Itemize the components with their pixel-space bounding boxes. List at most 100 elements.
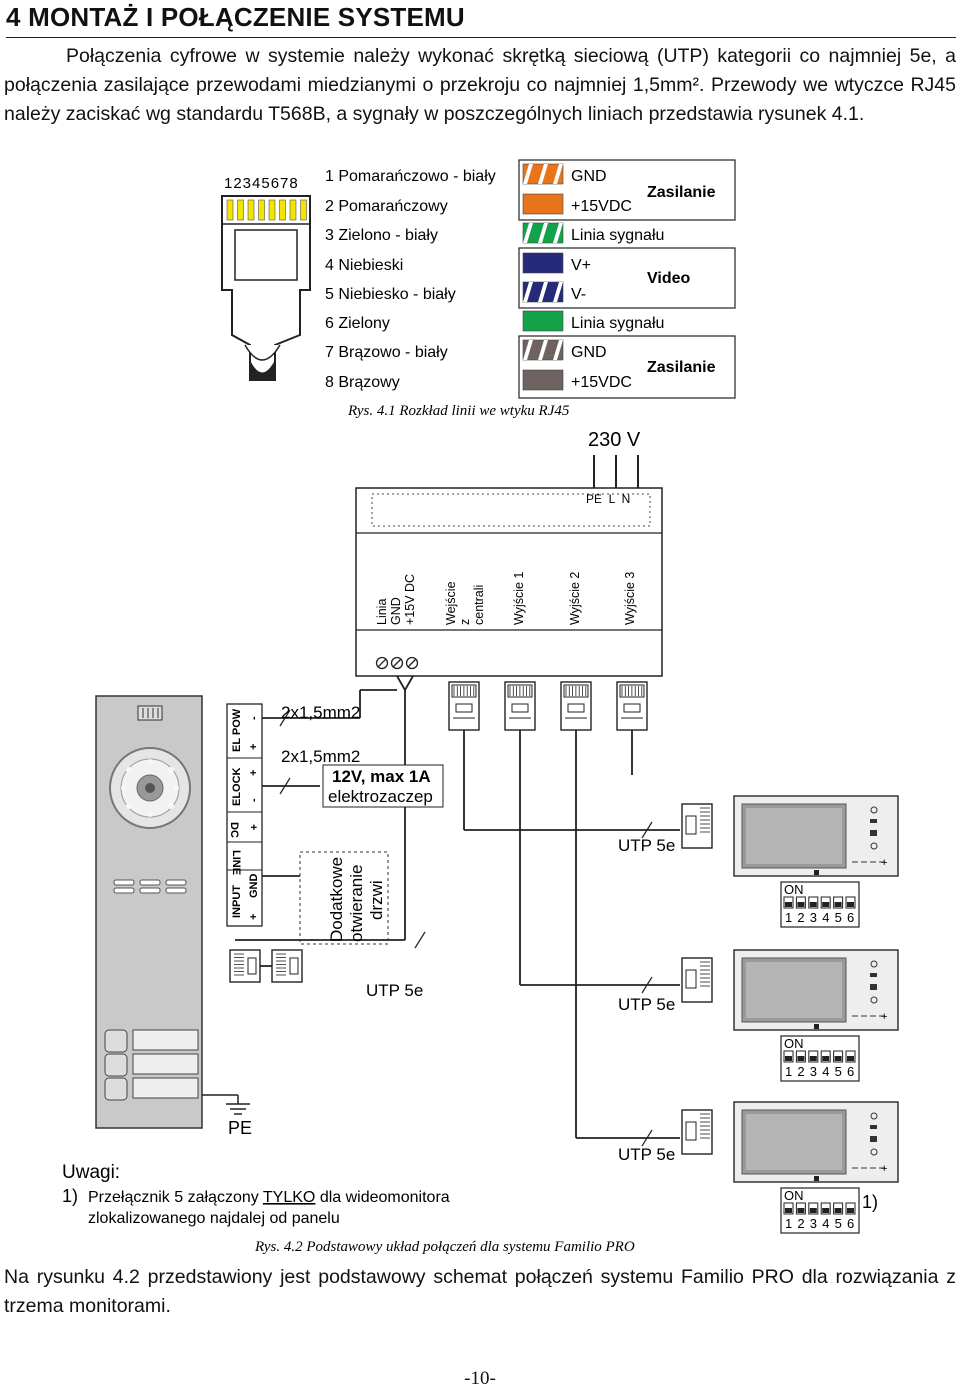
wire-label-3: 3 Zielono - biały: [325, 227, 438, 244]
dip-switch-3[interactable]: [808, 896, 819, 909]
terminal-el-pow: EL POW: [231, 708, 243, 752]
door-text-3: drzwi: [367, 880, 386, 920]
dip-number: 3: [810, 1064, 817, 1079]
closing-paragraph: Na rysunku 4.2 przedstawiony jest podsta…: [4, 1266, 956, 1317]
dip-on-label: ON: [784, 1036, 804, 1051]
plug-pin: [289, 199, 297, 221]
dip-number: 1: [785, 1064, 792, 1079]
dip-number: 5: [835, 1216, 842, 1231]
wire-signal-4: V+: [571, 257, 591, 274]
wire-spec-elock: 2x1,5mm2: [281, 747, 360, 766]
wire-swatch-3: [522, 222, 564, 244]
utp-label-monitor-2: UTP 5e: [618, 995, 675, 1014]
wire-label-8: 8 Brązowy: [325, 374, 400, 391]
dip-switch-6[interactable]: [845, 1050, 856, 1063]
dip-number: 2: [797, 910, 804, 925]
svg-text:+: +: [881, 857, 887, 869]
plug-pin: [226, 199, 234, 221]
ground-label: PE: [228, 1118, 252, 1138]
dip-switch-2[interactable]: [795, 1202, 806, 1215]
dip-switch-1[interactable]: [783, 1202, 794, 1215]
psu-label-gnd: GND: [389, 597, 403, 625]
dip-on-label: ON: [784, 882, 804, 897]
wire-swatch-2: [522, 193, 564, 215]
plug-pin: [268, 199, 276, 221]
intro-paragraph: Połączenia cyfrowe w systemie należy wyk…: [4, 45, 956, 125]
wire-label-4: 4 Niebieski: [325, 257, 403, 274]
psu-rj45-socket-1: [448, 681, 480, 731]
power-supply-unit: PE L N Linia GND +15V DC Wejście z centr…: [355, 487, 663, 677]
note-line-1: Przełącznik 5 załączony TYLKO dla wideom…: [88, 1189, 450, 1206]
dip-number: 5: [835, 1064, 842, 1079]
terminal-elock-minus: -: [248, 798, 260, 802]
wire-swatch-5: [522, 281, 564, 303]
door-text-1: Dodatkowe: [327, 857, 346, 942]
dip-switch-6[interactable]: [845, 896, 856, 909]
dip-number: 1: [785, 1216, 792, 1231]
utp-label-monitor-1: UTP 5e: [618, 836, 675, 855]
terminal-line: LINE: [230, 850, 242, 875]
wire-label-6: 6 Zielony: [325, 315, 390, 332]
power-terminals-label: PE L N: [586, 492, 630, 506]
utp-label-monitor-3: UTP 5e: [618, 1145, 675, 1164]
psu-rj45-socket-4: [616, 681, 648, 731]
notes-title: Uwagi:: [62, 1162, 120, 1183]
psu-label-15v: +15V DC: [403, 574, 417, 625]
group-video: Video: [647, 270, 691, 287]
wire-signal-8: +15VDC: [571, 374, 632, 391]
wire-swatch-6: [522, 310, 564, 332]
dip-on-label: ON: [784, 1188, 804, 1203]
door-open-switch: Dodatkowe otwieranie drzwi: [299, 851, 389, 945]
wire-label-5: 5 Niebiesko - biały: [325, 286, 456, 303]
wire-label-7: 7 Brązowo - biały: [325, 344, 448, 361]
note-emphasis: TYLKO: [263, 1189, 315, 1206]
dip-switch-4[interactable]: [820, 1050, 831, 1063]
note-line-1a: Przełącznik 5 załączony: [88, 1189, 259, 1206]
wire-swatch-7: [522, 339, 564, 361]
psu-label-wyjscie3: Wyjście 3: [623, 572, 637, 625]
dip-number: 6: [847, 1216, 854, 1231]
dip-number: 4: [822, 910, 829, 925]
wire-swatch-8: [522, 369, 564, 391]
plug-pin: [279, 199, 286, 221]
dip-switch-5[interactable]: [833, 1050, 844, 1063]
dip-switch-5[interactable]: [833, 896, 844, 909]
wire-signal-7: GND: [571, 344, 607, 361]
dip-switch-3[interactable]: [808, 1050, 819, 1063]
svg-text:+: +: [881, 1163, 887, 1175]
dip-switch-3[interactable]: [808, 1202, 819, 1215]
dip-switch-6[interactable]: [845, 1202, 856, 1215]
dip-switch-5[interactable]: [833, 1202, 844, 1215]
plug-pin: [247, 199, 255, 221]
dip-number: 6: [847, 910, 854, 925]
figure1-caption: Rys. 4.1 Rozkład linii we wtyku RJ45: [347, 403, 570, 419]
dip-number: 4: [822, 1064, 829, 1079]
terminal-input-plus: +: [248, 914, 260, 920]
dip-switch-1[interactable]: [783, 896, 794, 909]
psu-rj45-socket-2: [504, 681, 536, 731]
psu-label-z: z: [458, 619, 472, 625]
lock-spec: 12V, max 1A: [332, 767, 431, 786]
plug-pin: [258, 199, 265, 221]
utp-label-panel: UTP 5e: [366, 981, 423, 1000]
dip-switch-4[interactable]: [820, 1202, 831, 1215]
terminal-elock: ELOCK: [231, 767, 243, 806]
dip-switch-2[interactable]: [795, 1050, 806, 1063]
wire-signal-2: +15VDC: [571, 198, 632, 215]
wiring-figures: 12345678 1 Pomarańczowo - biały 2 Pomara…: [62, 159, 899, 1255]
dip-number: 2: [797, 1216, 804, 1231]
wire-spec-el-pow: 2x1,5mm2: [281, 703, 360, 722]
group-zasilanie-2: Zasilanie: [647, 359, 716, 376]
ground-symbol: [202, 1094, 250, 1115]
wire-swatch-1: [522, 163, 564, 185]
psu-rj45-socket-3: [560, 681, 592, 731]
voltage-label: 230 V: [588, 429, 641, 451]
dip-switch-4[interactable]: [820, 896, 831, 909]
dip-number: 3: [810, 1216, 817, 1231]
dip-switch-2[interactable]: [795, 896, 806, 909]
dip-number: 2: [797, 1064, 804, 1079]
wire-signal-1: GND: [571, 168, 607, 185]
psu-screw-terminals: [375, 656, 419, 670]
dip-switch-1[interactable]: [783, 1050, 794, 1063]
